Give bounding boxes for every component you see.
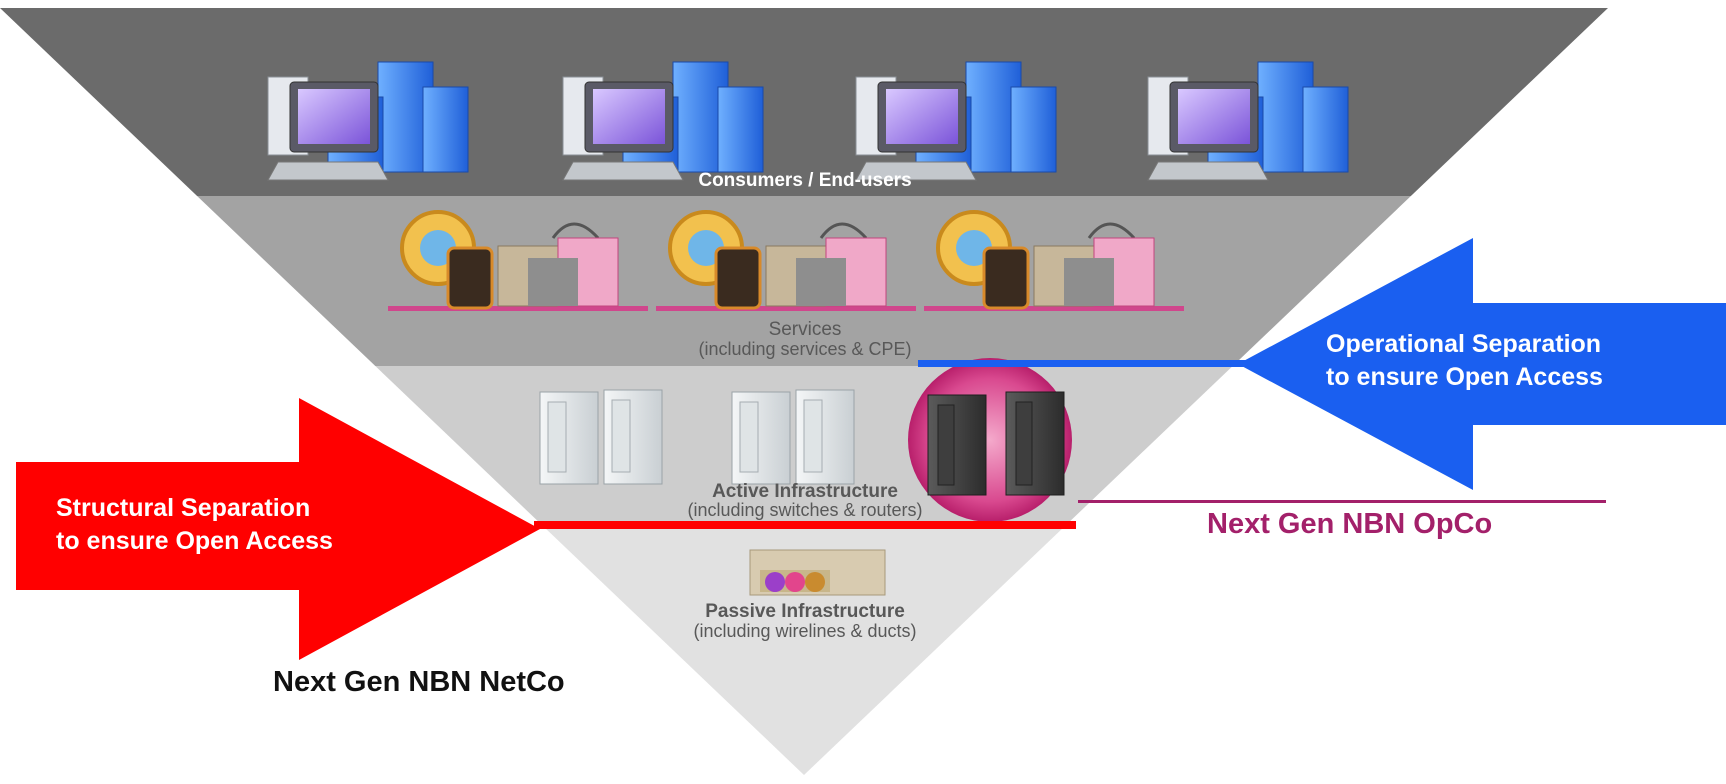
opco-boundary-line	[1078, 500, 1606, 503]
active-layer-title: Active Infrastructure	[712, 481, 898, 502]
passive-layer-subtitle: (including wirelines & ducts)	[693, 621, 917, 641]
structural-separation-line2: to ensure Open Access	[56, 527, 333, 555]
operational-separation-line1: Operational Separation	[1326, 330, 1602, 358]
opco-label: Next Gen NBN OpCo	[1207, 508, 1493, 540]
operational-separation-line	[918, 360, 1248, 367]
office-building-computer-icon	[855, 61, 1057, 181]
services-layer-title: Services	[768, 319, 842, 340]
structural-separation-line	[534, 521, 1076, 529]
operational-separation-line2: to ensure Open Access	[1326, 363, 1603, 391]
services-cpe-icon	[388, 210, 648, 311]
office-building-computer-icon	[267, 61, 469, 181]
structural-separation-line1: Structural Separation	[56, 494, 311, 522]
server-rack-icon	[539, 389, 663, 485]
operational-separation-arrow	[1238, 238, 1726, 490]
services-layer-subtitle: (including services & CPE)	[698, 339, 912, 359]
duct-cables-icon	[749, 549, 886, 596]
highlighted-server-rack-icon	[908, 358, 1072, 522]
passive-layer-title: Passive Infrastructure	[705, 601, 905, 622]
consumers-layer-title: Consumers / End-users	[698, 170, 912, 191]
netco-label: Next Gen NBN NetCo	[273, 666, 565, 698]
services-cpe-icon	[656, 210, 916, 311]
server-rack-icon	[731, 389, 855, 485]
active-layer-subtitle: (including switches & routers)	[687, 500, 923, 520]
services-cpe-icon	[924, 210, 1184, 311]
office-building-computer-icon	[1147, 61, 1349, 181]
office-building-computer-icon	[562, 61, 764, 181]
structural-separation-label: Structural Separation to ensure Open Acc…	[56, 492, 386, 558]
operational-separation-label: Operational Separation to ensure Open Ac…	[1326, 328, 1721, 394]
structural-separation-arrow	[16, 398, 540, 660]
